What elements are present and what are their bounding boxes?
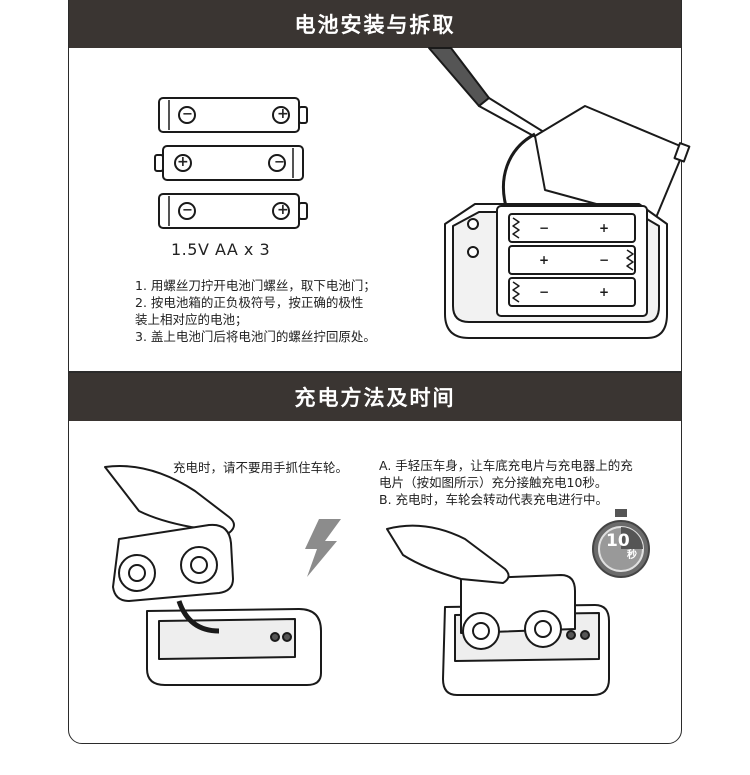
battery1-plus-symbol: + [277, 106, 289, 122]
hand-holding-car-illustration [104, 465, 322, 686]
hand-pressing-car-illustration [386, 524, 610, 696]
battery1-minus-symbol: − [182, 107, 193, 122]
charging-instructions-list: A. 手轻压车身，让车底充电片与充电器上的充 电片（按如图所示）充分接触充电10… [379, 457, 679, 508]
battery-type-label: 1.5V AA x 3 [171, 240, 271, 259]
timer-value: 10 [606, 531, 630, 551]
charging-section: 充电方法及时间 充电时，请不要用手抓住车轮。 A. 手轻压车身，让车底充电片与充… [68, 372, 682, 744]
svg-text:−: − [539, 285, 549, 299]
battery-compartment-illustration: − + + − − + [428, 47, 691, 339]
svg-text:+: + [599, 285, 609, 299]
lightning-bolt-icon [305, 519, 341, 577]
battery-step-3: 3. 盖上电池门后将电池门的螺丝拧回原处。 [135, 329, 376, 344]
svg-text:+: + [599, 221, 609, 235]
battery-section-title: 电池安装与拆取 [69, 0, 681, 48]
battery3-minus-symbol: − [182, 203, 193, 218]
battery2-minus-symbol: − [274, 155, 285, 170]
charging-caution-text: 充电时，请不要用手抓住车轮。 [173, 460, 349, 475]
battery-step-2: 2. 按电池箱的正负极符号，按正确的极性 [135, 295, 364, 310]
svg-text:+: + [539, 253, 549, 267]
timer-unit: 秒 [627, 550, 637, 561]
charging-instruction-a-cont: 电片（按如图所示）充分接触充电10秒。 [379, 475, 608, 490]
svg-text:−: − [539, 221, 549, 235]
battery-step-1: 1. 用螺丝刀拧开电池门螺丝，取下电池门； [135, 278, 376, 293]
battery-step-2-cont: 装上相对应的电池； [135, 312, 248, 327]
charging-instruction-b: B. 充电时，车轮会转动代表充电进行中。 [379, 492, 609, 507]
battery-steps-list: 1. 用螺丝刀拧开电池门螺丝，取下电池门； 2. 按电池箱的正负极符号，按正确的… [135, 277, 425, 345]
battery3-plus-symbol: + [277, 202, 289, 218]
aa-batteries-illustration [154, 97, 308, 229]
battery2-plus-symbol: + [177, 154, 189, 170]
battery-section: 电池安装与拆取 − + + − − + 1.5V AA x 3 1. 用螺丝刀拧… [68, 0, 691, 372]
svg-text:−: − [599, 253, 609, 267]
charging-instruction-a: A. 手轻压车身，让车底充电片与充电器上的充 [379, 458, 633, 473]
timer-icon [592, 509, 650, 578]
charging-section-title: 充电方法及时间 [69, 373, 681, 421]
